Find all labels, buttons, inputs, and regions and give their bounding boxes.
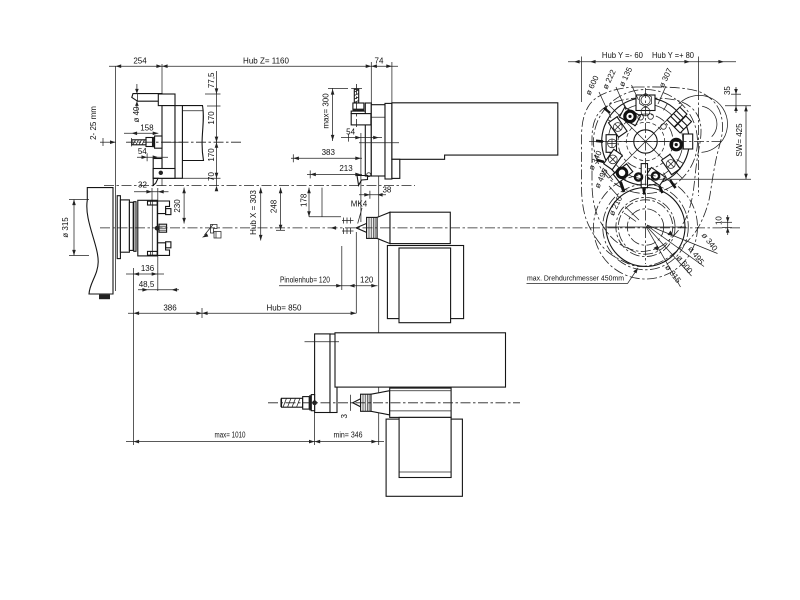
svg-text:min= 346: min= 346	[334, 430, 363, 439]
svg-text:230: 230	[173, 199, 182, 213]
svg-text:SW= 425: SW= 425	[735, 123, 744, 157]
svg-text:Hub X = 303: Hub X = 303	[249, 190, 258, 235]
svg-text:70: 70	[207, 172, 216, 181]
svg-text:ø 40: ø 40	[132, 106, 141, 123]
svg-text:178: 178	[300, 193, 309, 207]
svg-text:Pinolenhub= 120: Pinolenhub= 120	[280, 275, 330, 284]
svg-text:77,5: 77,5	[207, 72, 216, 88]
svg-text:Hub Y =+ 80: Hub Y =+ 80	[652, 51, 695, 60]
svg-text:35: 35	[723, 86, 732, 95]
svg-text:Hub Y =- 60: Hub Y =- 60	[602, 51, 644, 60]
svg-text:213: 213	[339, 164, 353, 173]
svg-text:32: 32	[138, 180, 147, 189]
svg-text:54: 54	[138, 147, 147, 156]
svg-text:386: 386	[163, 304, 177, 313]
svg-text:max= 300: max= 300	[322, 93, 331, 129]
svg-text:max. Drehdurchmesser 450mm: max. Drehdurchmesser 450mm	[527, 274, 624, 283]
svg-text:383: 383	[322, 148, 336, 157]
svg-text:ø 315: ø 315	[61, 217, 70, 238]
svg-text:MK4: MK4	[351, 199, 368, 208]
svg-text:158: 158	[140, 123, 154, 132]
svg-text:48,5: 48,5	[139, 280, 155, 289]
svg-text:170: 170	[207, 111, 216, 125]
svg-text:Hub= 850: Hub= 850	[267, 304, 302, 313]
svg-text:254: 254	[133, 57, 147, 66]
svg-text:248: 248	[270, 199, 279, 213]
svg-text:3: 3	[340, 414, 349, 419]
svg-text:2- 25 mm: 2- 25 mm	[89, 106, 98, 140]
svg-text:136: 136	[141, 264, 155, 273]
svg-text:74: 74	[375, 57, 384, 66]
svg-text:120: 120	[360, 275, 374, 284]
svg-text:38: 38	[382, 185, 391, 194]
svg-text:10: 10	[715, 216, 724, 225]
svg-text:170: 170	[207, 148, 216, 162]
svg-text:max= 1010: max= 1010	[215, 430, 246, 439]
svg-text:Hub Z= 1160: Hub Z= 1160	[243, 57, 289, 66]
svg-text:54: 54	[346, 127, 355, 136]
